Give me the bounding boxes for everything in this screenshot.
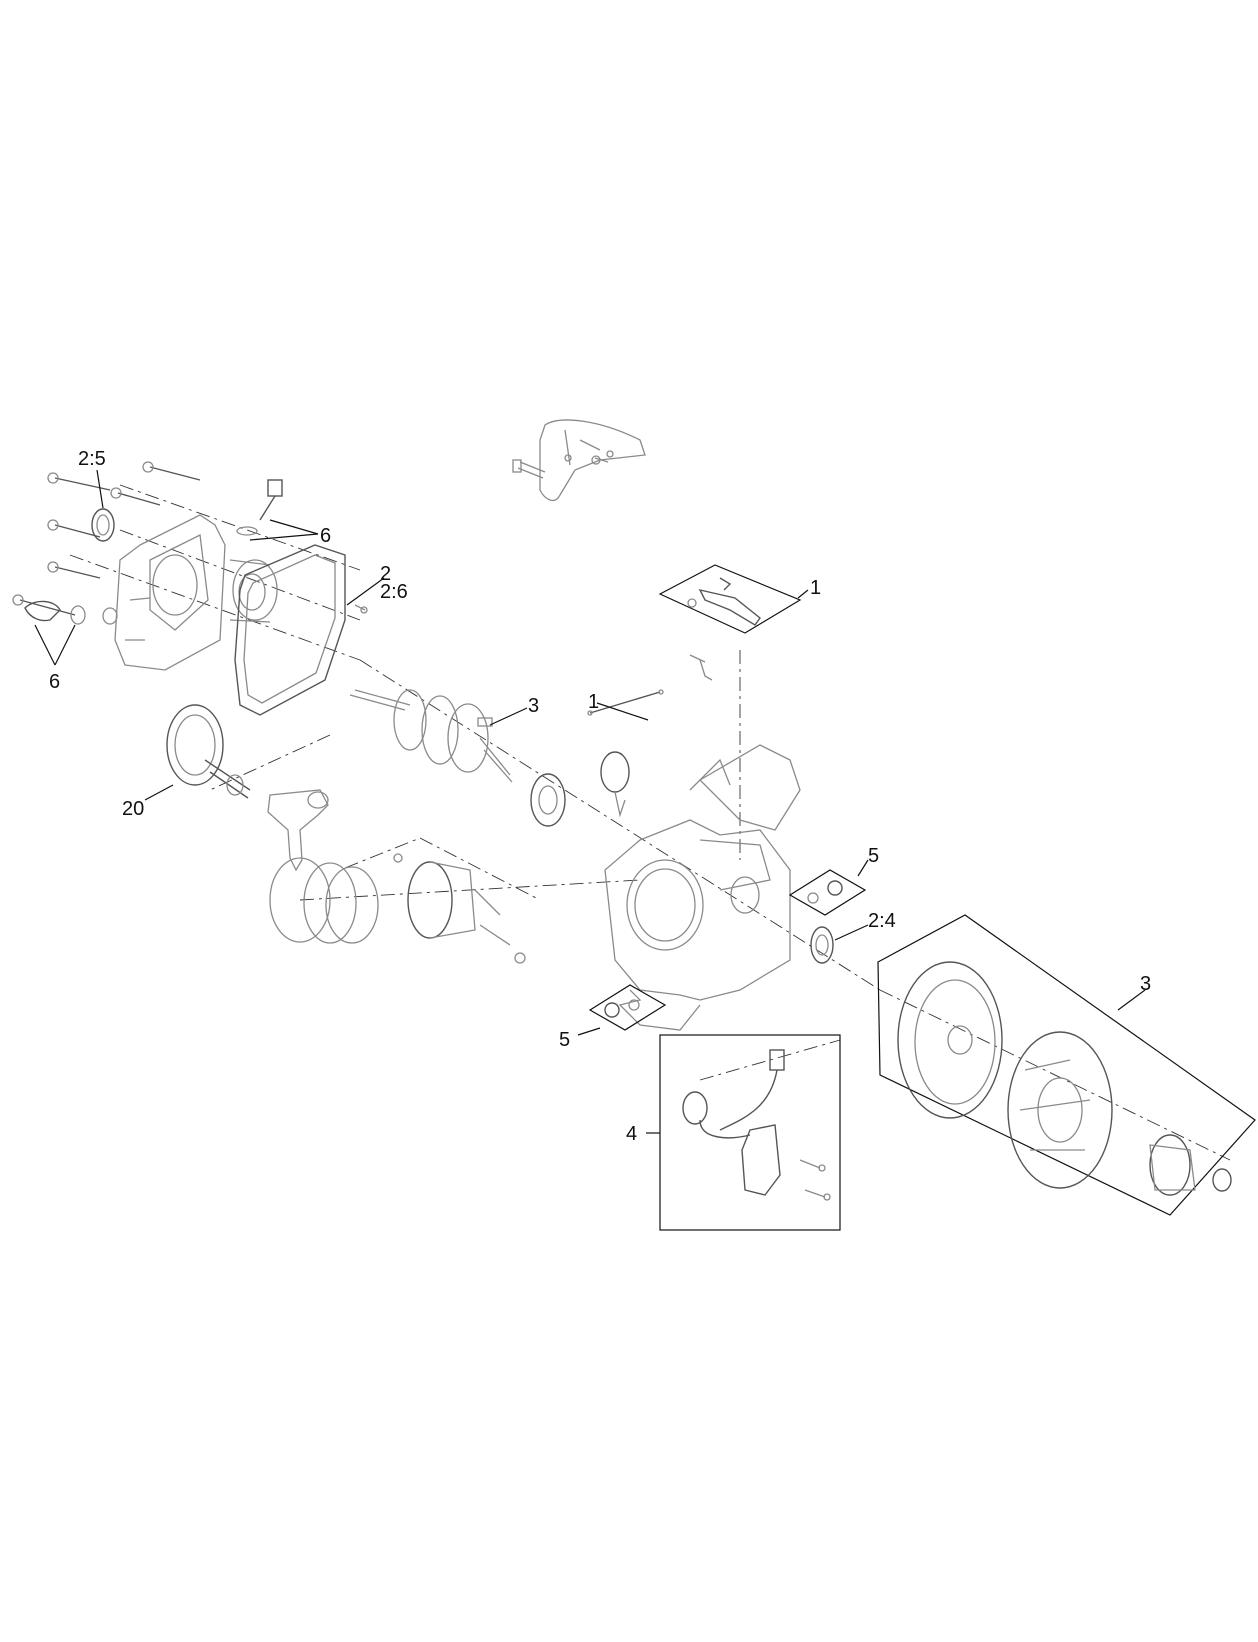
crankshaft-part <box>349 689 513 783</box>
callout-2-5: 2:5 <box>78 448 106 470</box>
oil-seal-2-5-part <box>91 508 115 542</box>
oil-seal-2-4-part <box>810 926 834 964</box>
fastener-kit-box-right <box>788 869 867 916</box>
callout-6-top: 6 <box>320 525 331 547</box>
engine-block-part <box>604 744 801 1031</box>
piston-part <box>393 853 526 964</box>
oil-plug-left-part <box>24 600 118 625</box>
callout-5-right: 5 <box>868 845 879 867</box>
ignition-coil-box <box>659 1034 841 1231</box>
cover-bolts-part <box>12 461 201 616</box>
crankcase-cover-part <box>114 514 278 671</box>
governor-arm-box <box>658 564 802 634</box>
callout-6-left: 6 <box>49 671 60 693</box>
callout-3-flywheel: 3 <box>1140 973 1151 995</box>
connecting-rod-part <box>267 789 329 872</box>
callout-20: 20 <box>122 798 144 820</box>
callout-4: 4 <box>626 1123 637 1145</box>
camshaft-part <box>166 704 251 799</box>
fastener-kit-box-lower <box>588 984 667 1031</box>
callout-3-crankshaft: 3 <box>528 695 539 717</box>
assembly-centerlines <box>69 484 1231 1161</box>
callout-5-lower: 5 <box>559 1029 570 1051</box>
upper-bracket-part <box>512 419 646 502</box>
governor-gear-part <box>600 751 630 818</box>
oil-plug-top-part <box>236 479 283 536</box>
bearing-part <box>530 773 566 827</box>
callout-leaders <box>34 469 1146 1134</box>
callout-2: 2 <box>380 563 391 585</box>
callout-1-rod: 1 <box>588 691 599 713</box>
governor-rod-part <box>587 654 713 716</box>
gasket-part <box>234 544 368 716</box>
callout-2-4: 2:4 <box>868 910 896 932</box>
flywheel-box <box>877 914 1256 1216</box>
piston-rings-part <box>269 857 379 944</box>
callout-2-6: 2:6 <box>380 581 408 603</box>
callout-1-governor-arm: 1 <box>810 577 821 599</box>
